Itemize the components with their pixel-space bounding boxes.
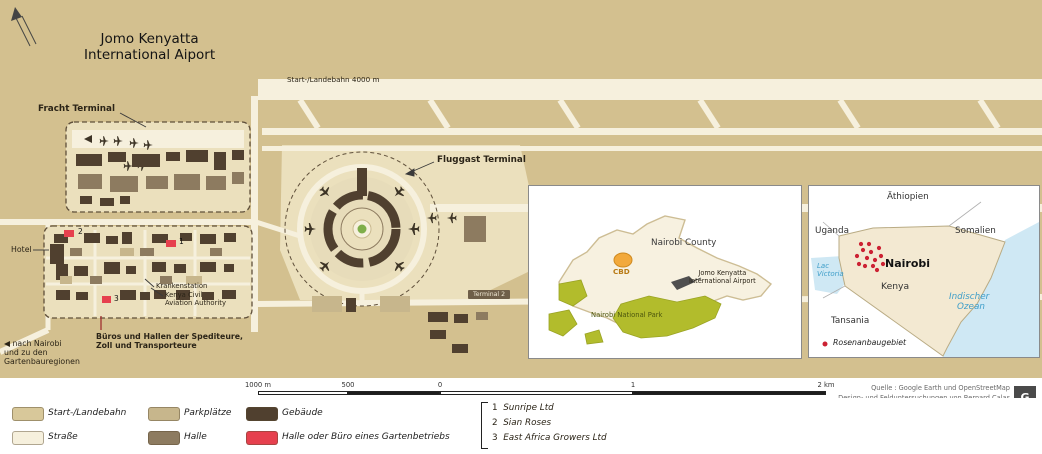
airport-shape (671, 276, 695, 290)
legend-label-building: Gebäude (282, 408, 323, 418)
scale-tick-0: 0 (437, 381, 443, 389)
legend-label-rose: Halle oder Büro eines Gartenbetriebs (282, 432, 450, 442)
uganda-label: Uganda (815, 226, 849, 236)
ethiopia-label: Äthiopien (887, 192, 929, 202)
runways-taxiways (258, 79, 1042, 212)
scale-bar: 1000 m 500 0 1 2 km (245, 381, 838, 399)
legend-swatch-parking (148, 407, 180, 421)
legend-company-3: 3 East Africa Growers Ltd (492, 433, 607, 443)
cbd-label: CBD (613, 267, 630, 276)
kcaa-label: Kenya Civil Aviation Authority (165, 291, 226, 308)
legend-label-runway: Start-/Landebahn (48, 408, 127, 418)
office-zone (43, 225, 253, 319)
rose-legend-dot (822, 341, 828, 347)
nach-nairobi-label: ◀ nach Nairobi und zu den Gartenbauregio… (4, 339, 80, 367)
legend-bracket (481, 402, 488, 449)
scale-tick-1: 1 (630, 381, 636, 389)
neighbor-borders (822, 201, 982, 299)
lake-victoria (811, 256, 849, 294)
scale-tick-500: 500 (341, 381, 355, 389)
credit-line: Quelle : Google Earth und OpenStreetMap (871, 384, 1010, 392)
somalia-label: Somalien (955, 226, 996, 236)
national-park-label: Nairobi National Park (591, 311, 663, 319)
nairobi-label: Nairobi (885, 257, 931, 270)
bueros-label: Büros und Hallen der Spediteure, Zoll un… (96, 332, 243, 351)
inset-kenya: Äthiopien Uganda Somalien Nairobi Kenya … (808, 185, 1040, 358)
indian-ocean-label: Indischer Ozean (949, 292, 990, 313)
rose-legend-label: Rosenanbaugebiet (833, 338, 907, 347)
legend-company-1: 1 Sunripe Ltd (492, 403, 554, 413)
county-airport-label: Jomo Kenyatta International Airport (689, 269, 756, 285)
kenya-shape (838, 225, 1006, 357)
scale-tick-1000: 1000 m (244, 381, 272, 389)
cbd-area (613, 252, 633, 268)
apron-arrow-icon (84, 135, 92, 143)
marker-1-number: 1 (179, 237, 184, 246)
scale-tick-2: 2 km (817, 381, 835, 389)
legend-swatch-rose (246, 431, 278, 445)
marker-3-number: 3 (114, 294, 119, 303)
west-arrow-icon: ◀ (4, 339, 10, 348)
airport-map-graphics (0, 7, 1042, 355)
credit-line: Design- und Felduntersuchungen von Berna… (774, 394, 1010, 404)
runway-label: Start-/Landebahn 4000 m (287, 75, 380, 84)
legend-company-2: 2 Sian Roses (492, 418, 552, 428)
indian-ocean (943, 222, 1039, 357)
rose-area-dots (854, 241, 886, 273)
legend-label-road: Straße (48, 432, 78, 442)
krankenstation-label: Krankenstation (156, 282, 208, 290)
fluggast-terminal-zone (284, 151, 486, 312)
map-title: Jomo Kenyatta International Aiport (84, 31, 216, 63)
county-name-label: Nairobi County (651, 238, 717, 248)
fracht-terminal-label: Fracht Terminal (38, 104, 115, 114)
green-areas (548, 279, 722, 345)
inset-nairobi-county: Nairobi County CBD Jomo Kenyatta Interna… (528, 185, 802, 359)
terminal2-label: Terminal 2 (468, 290, 511, 300)
hotel-building (50, 244, 64, 264)
north-arrow-icon (11, 7, 37, 47)
county-map-graphics (548, 215, 773, 345)
marker-2-number: 2 (78, 227, 83, 236)
garden-business-markers (64, 230, 176, 303)
lake-victoria-label: Lac Victoria (817, 262, 844, 279)
fluggast-terminal-label: Fluggast Terminal (437, 155, 526, 165)
terminal2-buildings (428, 312, 488, 353)
legend: Start-/Landebahn Straße Parkplätze Halle… (0, 398, 1042, 454)
legend-swatch-runway (12, 407, 44, 421)
fracht-terminal-zone (65, 121, 251, 213)
kenya-label: Kenya (881, 281, 910, 292)
tanzania-label: Tansania (831, 316, 870, 326)
legend-swatch-road (12, 431, 44, 445)
leader-lines (33, 112, 435, 330)
legend-swatch-building (246, 407, 278, 421)
legend-label-parking: Parkplätze (184, 408, 232, 418)
legend-swatch-halle (148, 431, 180, 445)
hotel-label: Hotel (11, 245, 32, 254)
legend-label-halle: Halle (184, 432, 207, 442)
kenya-map-graphics (811, 201, 1039, 357)
